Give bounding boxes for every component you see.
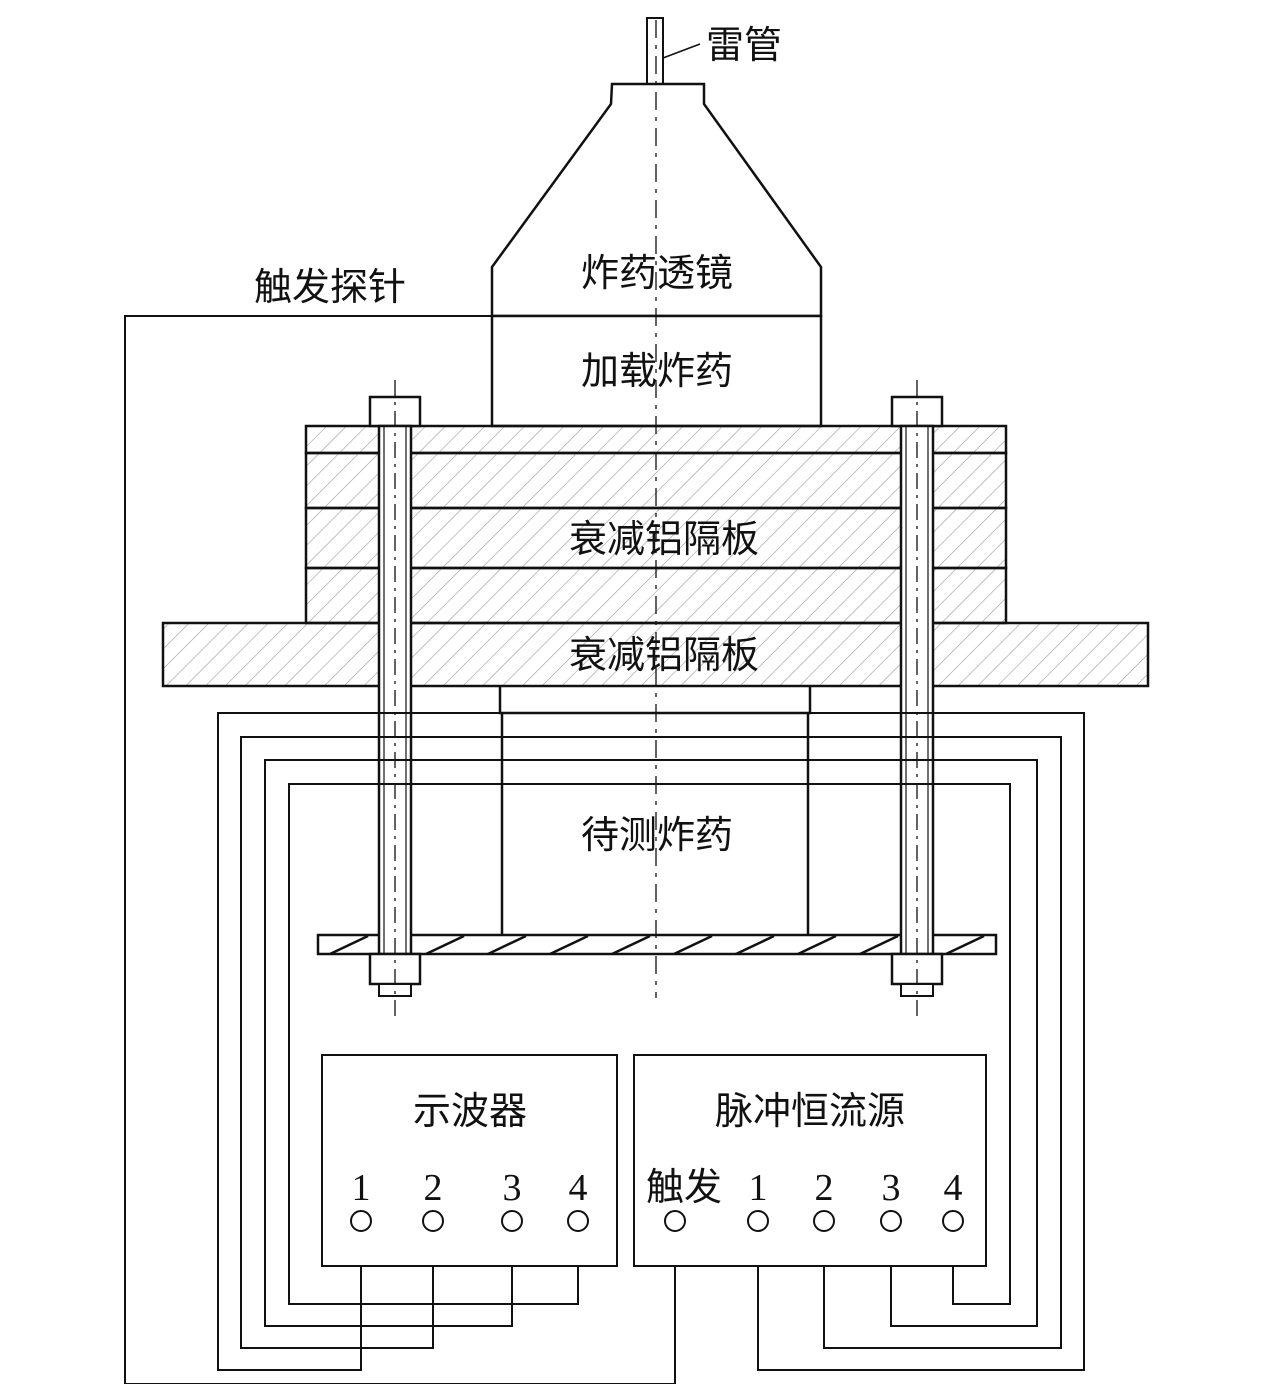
detonator-rod <box>646 17 664 85</box>
osc-terminal-1 <box>350 1210 372 1232</box>
left-bolt <box>368 380 422 1022</box>
pulse-channel-3: 3 <box>882 1167 901 1209</box>
oscilloscope-box <box>321 1054 618 1267</box>
osc-channel-4: 4 <box>569 1167 588 1209</box>
oscilloscope-label: 示波器 <box>413 1089 527 1133</box>
osc-channel-1: 1 <box>352 1167 371 1209</box>
attenuator-upper-label: 衰减铝隔板 <box>569 517 759 561</box>
right-bolt <box>890 380 944 1022</box>
pulse-channel-2: 2 <box>815 1167 834 1209</box>
osc-channel-3: 3 <box>503 1167 522 1209</box>
osc-terminal-4 <box>567 1210 589 1232</box>
test-charge-label: 待测炸药 <box>581 813 733 857</box>
osc-terminal-2 <box>422 1210 444 1232</box>
trigger-terminal <box>664 1210 686 1232</box>
detonator-leader <box>662 43 701 59</box>
pulse-terminal-4 <box>942 1210 964 1232</box>
pulse-terminal-3 <box>880 1210 902 1232</box>
test-charge <box>498 686 812 715</box>
pulse-source-box <box>633 1054 987 1267</box>
trigger-probe-label: 触发探针 <box>254 265 406 309</box>
probe-wires <box>217 712 1085 1371</box>
trigger-probe-wire <box>124 315 676 1384</box>
pulse-source-label: 脉冲恒流源 <box>715 1089 905 1133</box>
loading-charge-label: 加载炸药 <box>581 349 733 393</box>
trigger-terminal-label: 触发 <box>646 1165 722 1209</box>
osc-terminal-3 <box>501 1210 523 1232</box>
attenuator-lower-label: 衰减铝隔板 <box>569 633 759 677</box>
pulse-channel-4: 4 <box>944 1167 963 1209</box>
osc-channel-2: 2 <box>424 1167 443 1209</box>
pulse-terminal-1 <box>747 1210 769 1232</box>
detonator-label: 雷管 <box>706 23 782 67</box>
pulse-terminal-2 <box>813 1210 835 1232</box>
lens-label: 炸药透镜 <box>581 251 733 295</box>
pulse-channel-1: 1 <box>749 1167 768 1209</box>
